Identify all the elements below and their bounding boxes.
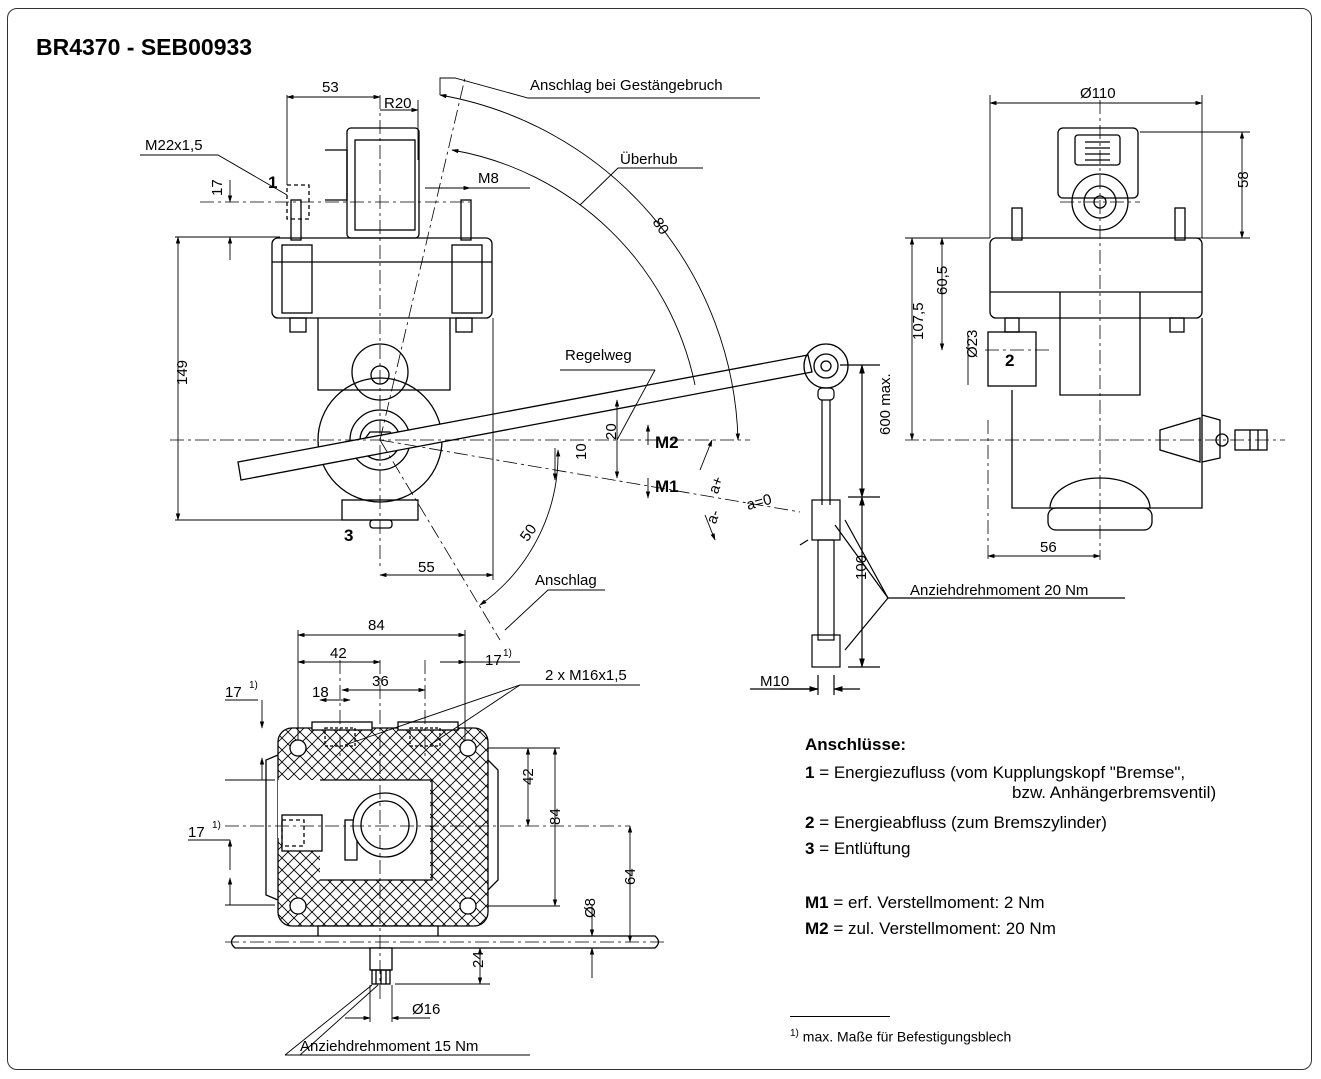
dim-dia-110: Ø110 <box>1080 85 1116 102</box>
callout-stop-linkage: Anschlag bei Gestängebruch <box>530 77 723 94</box>
dim-50: 50 <box>517 521 540 544</box>
legend-eq-3: = <box>814 839 834 858</box>
dim-dia-16: Ø16 <box>412 1001 440 1018</box>
legend-text-1-cont: bzw. Anhängerbremsventil) <box>1012 783 1217 802</box>
dim-r20: R20 <box>384 95 412 112</box>
dims-side <box>905 95 1250 559</box>
dim-84-side: 84 <box>547 808 564 825</box>
legend-text-m2: zul. Verstellmoment: 20 Nm <box>848 919 1056 938</box>
plan-view <box>230 721 660 985</box>
dim-56: 56 <box>1040 539 1057 556</box>
dim-dia-23: Ø23 <box>964 330 981 358</box>
callout-thread-m22: M22x1,5 <box>145 137 203 154</box>
legend-text-3: Entlüftung <box>833 839 911 858</box>
legend-eq-1: = <box>814 763 834 782</box>
callout-thread-m10: M10 <box>760 673 789 690</box>
port-3-marker: 3 <box>344 526 353 545</box>
callout-overtravel: Überhub <box>620 150 678 168</box>
drawing-title: BR4370 - SEB00933 <box>36 34 253 60</box>
dim-18: 18 <box>312 684 329 701</box>
dim-24: 24 <box>470 951 487 968</box>
legend-row-1: 1 = Energiezufluss (vom Kupplungskopf "B… <box>805 763 1216 813</box>
dim-20: 20 <box>603 423 620 440</box>
legend-eq-m2: = <box>828 919 848 938</box>
port-1-marker: 1 <box>268 173 277 192</box>
legend-key-m1: M1 <box>805 893 829 912</box>
dim-100: 100 <box>853 555 870 580</box>
dim-dia-8: Ø8 <box>582 898 599 918</box>
port-2-marker: 2 <box>1005 351 1014 370</box>
angle-a-minus: a- <box>703 508 724 526</box>
legend-key-3: 3 <box>805 839 815 858</box>
legend-text-2: Energieabfluss (zum Bremszylinder) <box>833 813 1107 832</box>
dim-17-left-top: 17 <box>225 684 242 701</box>
sup-17-left-mid: 1) <box>212 820 221 831</box>
legend-heading: Anschlüsse: <box>805 735 907 754</box>
legend-eq-m1: = <box>828 893 848 912</box>
marker-m1: M1 <box>655 477 679 496</box>
angle-a-plus: a+ <box>705 474 727 496</box>
dim-58: 58 <box>1235 171 1252 188</box>
sup-17-right: 1) <box>503 648 512 659</box>
dim-60-5: 60,5 <box>934 266 951 295</box>
centerlines-side <box>905 100 1285 560</box>
callout-thread-2x: 2 x M16x1,5 <box>545 667 627 684</box>
legend-row-m2: M2 = zul. Verstellmoment: 20 Nm <box>805 919 1216 945</box>
dim-17-right: 17 <box>485 652 502 669</box>
legend-key-2: 2 <box>805 813 815 832</box>
footnote-rule <box>790 1016 890 1017</box>
callout-torque-15: Anziehdrehmoment 15 Nm <box>300 1038 478 1055</box>
legend-key-1: 1 <box>805 763 815 782</box>
legend-row-m1: M1 = erf. Verstellmoment: 2 Nm <box>805 893 1216 919</box>
callout-torque-20: Anziehdrehmoment 20 Nm <box>910 582 1088 599</box>
legend-text-1: Energiezufluss (vom Kupplungskopf "Brems… <box>833 763 1186 782</box>
sup-17-left-top: 1) <box>249 680 258 691</box>
legend-row-3: 3 = Entlüftung <box>805 839 1216 865</box>
dim-42-side: 42 <box>520 768 537 785</box>
callout-control-travel: Regelweg <box>565 347 632 364</box>
front-view <box>237 127 849 529</box>
legend-row-2: 2 = Energieabfluss (zum Bremszylinder) <box>805 813 1216 839</box>
centerlines-plan <box>225 660 665 1000</box>
dim-53: 53 <box>322 79 339 96</box>
dim-17-left-mid: 17 <box>188 824 205 841</box>
footnote-mark: 1) <box>790 1028 799 1039</box>
dim-42-top: 42 <box>330 645 347 662</box>
dim-64: 64 <box>622 868 639 885</box>
centerlines-front <box>170 77 801 641</box>
dim-36: 36 <box>372 673 389 690</box>
angle-a-zero: a=0 <box>745 491 774 514</box>
link-rod <box>750 364 1125 695</box>
dim-10: 10 <box>573 443 590 460</box>
footnote-text: max. Maße für Befestigungsblech <box>802 1028 1012 1045</box>
dim-600-max: 600 max. <box>877 373 894 435</box>
dims-plan <box>188 630 640 1056</box>
dim-55: 55 <box>418 559 435 576</box>
dim-107-5: 107,5 <box>910 302 927 340</box>
callout-thread-m8: M8 <box>478 170 499 187</box>
callout-stop: Anschlag <box>535 572 597 589</box>
legend-text-m1: erf. Verstellmoment: 2 Nm <box>848 893 1045 912</box>
dims-front <box>140 77 760 631</box>
legend-eq-2: = <box>814 813 834 832</box>
marker-m2: M2 <box>655 433 679 452</box>
dim-17-top: 17 <box>209 179 226 196</box>
dim-149: 149 <box>174 360 191 385</box>
dim-80: 80 <box>649 215 672 238</box>
connections-legend: Anschlüsse: 1 = Energiezufluss (vom Kupp… <box>805 735 1216 945</box>
drawing-frame <box>7 8 1312 1070</box>
legend-key-m2: M2 <box>805 919 829 938</box>
footnote: 1) max. Maße für Befestigungsblech <box>790 1028 1011 1045</box>
side-view <box>987 127 1268 531</box>
dim-84-top: 84 <box>368 617 385 634</box>
